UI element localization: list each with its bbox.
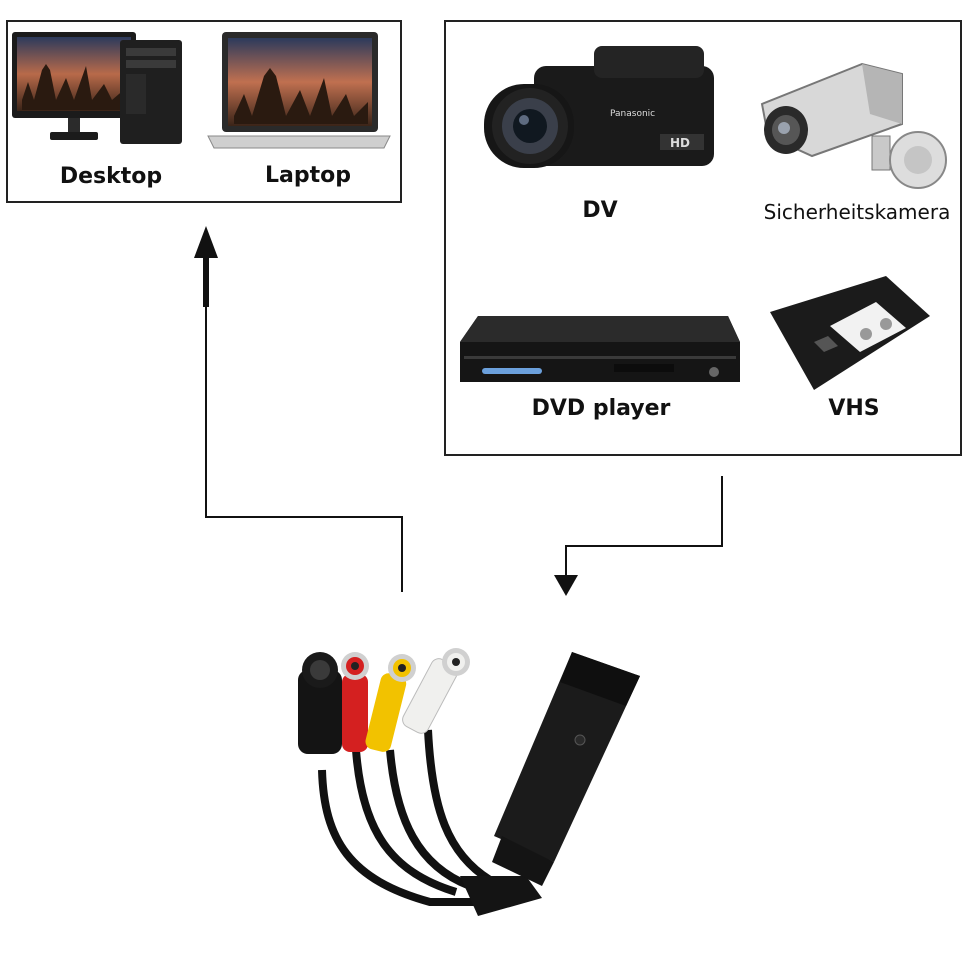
camcorder-icon: Panasonic HD xyxy=(474,36,724,186)
vhs-label: VHS xyxy=(828,396,880,421)
security-camera-label: Sicherheitskamera xyxy=(763,200,951,224)
camcorder-brand: Panasonic xyxy=(610,109,655,119)
arrow-down-icon xyxy=(554,575,578,596)
svg-text:HD: HD xyxy=(670,136,690,150)
arrow-up-icon xyxy=(194,226,218,258)
security-camera-icon xyxy=(752,44,952,194)
laptop-label: Laptop xyxy=(265,163,351,188)
dv-label: DV xyxy=(582,198,618,223)
dvd-player-label: DVD player xyxy=(531,396,671,421)
line-to-computers xyxy=(205,258,403,592)
line-from-sources xyxy=(565,476,723,575)
vhs-tape-icon xyxy=(766,272,934,394)
dvd-player-icon xyxy=(458,312,742,388)
usb-capture-adapter-icon xyxy=(280,640,660,970)
desktop-computer-icon xyxy=(8,30,188,150)
desktop-label: Desktop xyxy=(59,164,163,189)
laptop-icon xyxy=(204,32,394,152)
